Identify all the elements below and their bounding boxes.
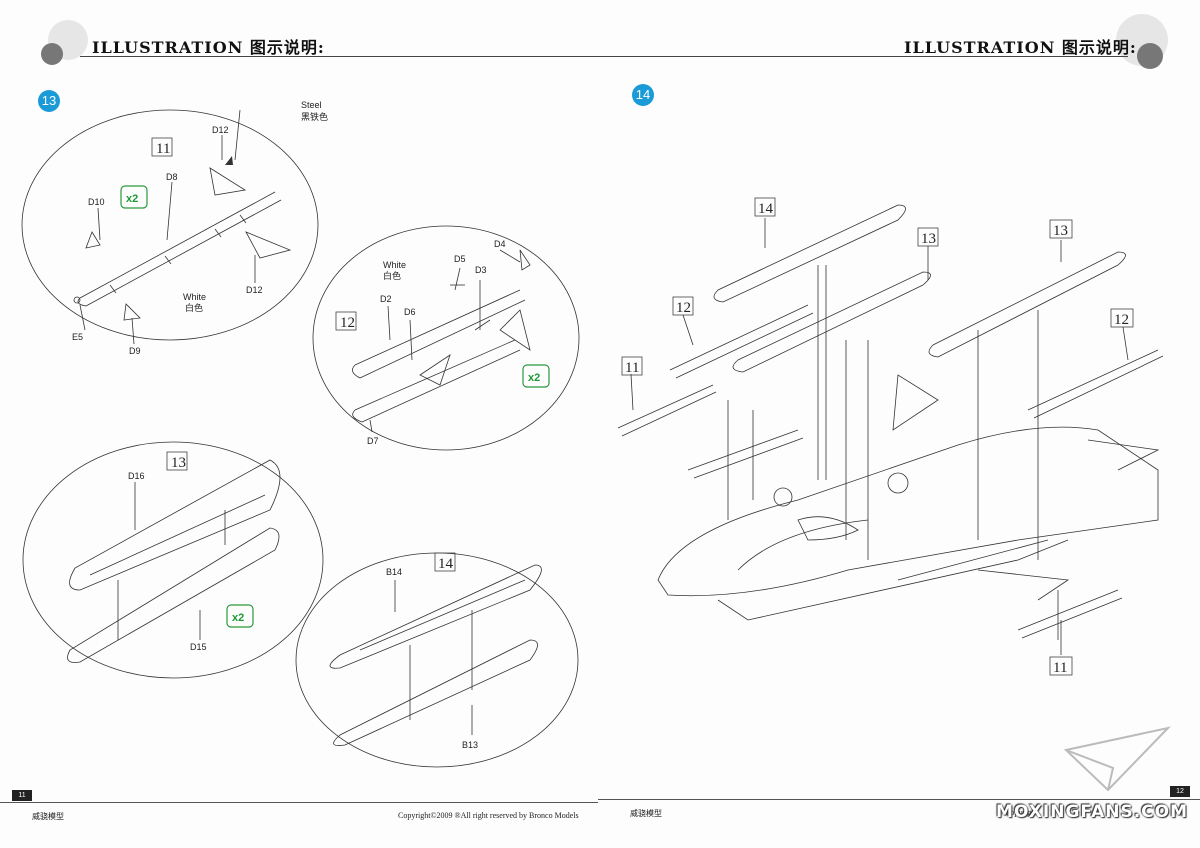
page-number: 11 — [12, 790, 32, 801]
missile-12-right — [1027, 349, 1164, 419]
aircraft-fuselage — [657, 426, 1159, 597]
step-badge: 13 — [38, 90, 60, 112]
header-title-en-right: ILLUSTRATION — [904, 38, 1056, 57]
part-D12-bottom: D12 — [246, 285, 263, 295]
note-white-en-12: White — [383, 260, 406, 270]
detail-circle-11 — [21, 109, 319, 341]
part-D4: D4 — [494, 239, 506, 249]
header-rule — [80, 56, 598, 57]
missile-11-bottom — [1017, 589, 1123, 639]
box-label-13: 13 — [171, 455, 186, 471]
part-B13: B13 — [462, 740, 478, 750]
part-D9: D9 — [129, 346, 141, 356]
aircraft-assembly: 14 13 13 12 12 11 11 — [617, 197, 1172, 792]
header-title: ILLUSTRATION 图示说明: — [92, 34, 325, 58]
missile-12 — [352, 249, 531, 423]
note-steel-en: Steel — [301, 100, 322, 110]
tail-fin — [892, 374, 939, 431]
callout-boxes-left — [151, 137, 456, 572]
note-steel-cn: 黑铁色 — [301, 111, 328, 122]
qty-13: x2 — [232, 612, 244, 624]
missile-11 — [73, 109, 292, 321]
footer-brand-right: 威骁模型 — [630, 809, 662, 818]
callout-13-a: 13 — [921, 231, 936, 247]
footer-rule — [0, 802, 598, 803]
page-number-right: 12 — [1170, 786, 1190, 797]
footer-copyright: Copyright©2009 ®All right reserved by Br… — [398, 811, 579, 820]
header-title-cn-right: 图示说明: — [1061, 38, 1137, 57]
part-D15: D15 — [190, 642, 207, 652]
box-label-12: 12 — [340, 315, 355, 331]
missile-11-left — [617, 384, 717, 437]
qty-11: x2 — [126, 193, 138, 205]
footer-rule-right — [598, 799, 1200, 800]
qty-12: x2 — [528, 372, 540, 384]
right-page: ILLUSTRATION 图示说明: 14 — [598, 0, 1200, 848]
right-page-decor — [1116, 14, 1168, 69]
part-labels-11: D12 D8 D10 E5 D9 D12 Steel 黑铁色 White 白色 — [72, 100, 328, 356]
part-D16: D16 — [128, 471, 145, 481]
pod-13-left — [732, 271, 931, 373]
box-label-11: 11 — [156, 141, 170, 157]
site-watermark: MOXINGFANS.COM — [996, 802, 1188, 822]
note-white-cn-12: 白色 — [383, 270, 401, 281]
footer-brand: 威骁模型 — [32, 812, 64, 821]
part-E5: E5 — [72, 332, 83, 342]
part-D7: D7 — [367, 436, 379, 446]
step-badge-right: 14 — [632, 84, 654, 106]
callout-12-a: 12 — [676, 300, 691, 316]
note-white-cn-11: 白色 — [185, 302, 203, 313]
part-D12-top: D12 — [212, 125, 229, 135]
footer-copyright-right: Copyright — [1005, 808, 1038, 817]
part-B14: B14 — [386, 567, 402, 577]
left-page-decor — [41, 20, 88, 65]
left-page: ILLUSTRATION 图示说明: 13 — [0, 0, 598, 848]
part-labels-13-14: D16 D15 B14 B13 — [128, 471, 478, 750]
missile-12-left — [669, 304, 814, 379]
callout-11-a: 11 — [625, 360, 639, 376]
callout-11-b: 11 — [1053, 660, 1067, 676]
part-D6: D6 — [404, 307, 416, 317]
header-rule-right — [598, 56, 1128, 57]
callout-12-b: 12 — [1114, 312, 1129, 328]
callout-13-b: 13 — [1053, 223, 1068, 239]
pod-14-top — [713, 204, 906, 303]
pod-14 — [329, 564, 542, 746]
part-labels-12: D4 D5 D3 D2 D6 D7 White 白色 — [367, 239, 506, 446]
part-D3: D3 — [475, 265, 487, 275]
callout-14: 14 — [758, 201, 774, 217]
detail-circle-14 — [295, 552, 579, 768]
detail-circle-12 — [312, 225, 580, 451]
part-D10: D10 — [88, 197, 105, 207]
pod-13 — [67, 459, 281, 663]
detail-circle-13 — [22, 441, 324, 679]
pod-13-right — [928, 251, 1126, 358]
box-label-14: 14 — [438, 556, 454, 572]
note-white-en-11: White — [183, 292, 206, 302]
part-D2: D2 — [380, 294, 392, 304]
header-title-cn: 图示说明: — [249, 38, 325, 57]
watermark-plane-logo — [1063, 726, 1172, 792]
callout-boxes-right — [621, 197, 1134, 676]
roundel — [887, 472, 909, 494]
left-illustrations: 11 12 13 14 x2 x2 x2 D12 D8 D10 E5 D9 D1… — [21, 100, 580, 768]
header-title-en: ILLUSTRATION — [92, 38, 244, 57]
part-D5: D5 — [454, 254, 466, 264]
header-title-right: ILLUSTRATION 图示说明: — [904, 34, 1137, 58]
part-D8: D8 — [166, 172, 178, 182]
